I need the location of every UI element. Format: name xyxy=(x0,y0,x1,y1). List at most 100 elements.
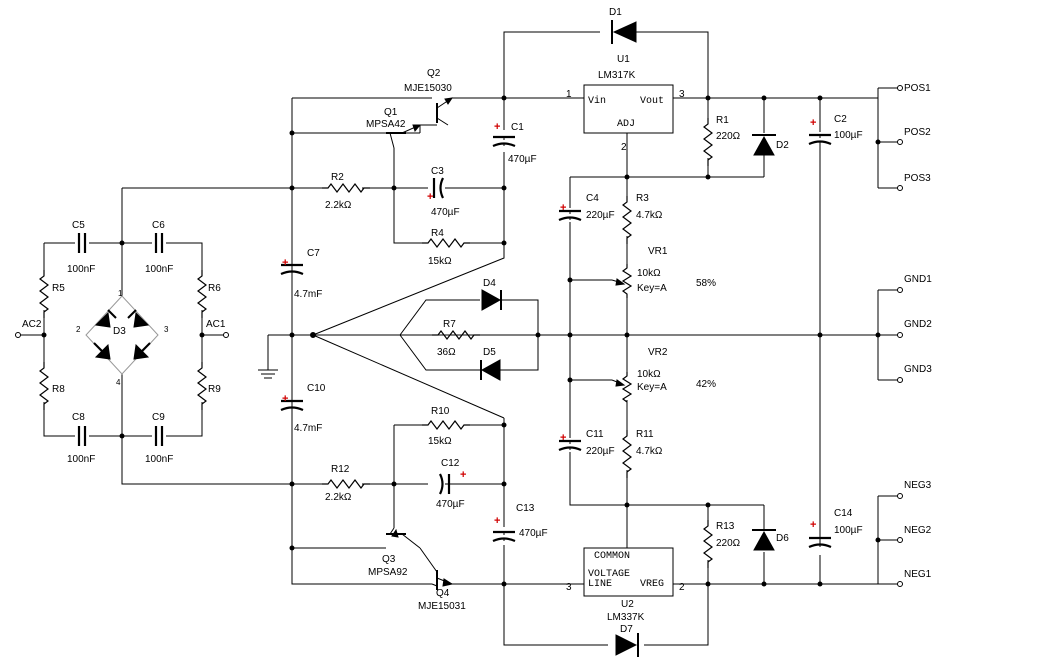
label-d5: D5 xyxy=(483,347,496,358)
capacitor-c6 xyxy=(154,231,164,255)
potentiometer-vr1 xyxy=(611,264,633,298)
label-r13: R13 xyxy=(716,521,735,532)
label-u2-part: LM337K xyxy=(607,612,645,623)
label-u1-pin3: 3 xyxy=(679,89,685,100)
potentiometer-vr2 xyxy=(611,372,633,403)
junction-dots xyxy=(41,95,881,587)
label-r6: R6 xyxy=(208,283,221,294)
svg-text:+: + xyxy=(810,117,816,129)
label-r4: R4 xyxy=(431,228,444,239)
transistor-q2 xyxy=(420,97,454,126)
capacitor-c2 xyxy=(807,133,833,146)
capacitor-c1 xyxy=(491,135,517,148)
label-d7: D7 xyxy=(620,624,633,635)
label-c13-value: 470µF xyxy=(519,528,548,539)
label-c6-value: 100nF xyxy=(145,264,173,275)
svg-text:+: + xyxy=(282,257,288,269)
svg-text:+: + xyxy=(494,121,500,133)
label-r1: R1 xyxy=(716,115,729,126)
svg-text:+: + xyxy=(810,519,816,531)
label-c3-value: 470µF xyxy=(431,207,460,218)
label-r4-value: 15kΩ xyxy=(428,256,452,267)
label-c5: C5 xyxy=(72,220,85,231)
label-d2: D2 xyxy=(776,140,789,151)
label-gnd2: GND2 xyxy=(904,319,932,330)
svg-text:+: + xyxy=(427,191,433,203)
label-u1-vout: Vout xyxy=(640,96,664,107)
label-u1-part: LM317K xyxy=(598,70,636,81)
svg-text:+: + xyxy=(560,202,566,214)
label-u1: U1 xyxy=(617,54,630,65)
label-r3: R3 xyxy=(636,193,649,204)
label-d3: D3 xyxy=(113,326,126,337)
wires xyxy=(20,31,898,646)
resistor-r4 xyxy=(421,238,471,248)
label-neg1: NEG1 xyxy=(904,569,932,580)
bridge-rectifier-d3 xyxy=(85,295,159,375)
label-c12-value: 470µF xyxy=(436,499,465,510)
svg-text:+: + xyxy=(282,393,288,405)
label-bridge-pin3: 3 xyxy=(164,325,169,334)
label-q2: Q2 xyxy=(427,68,441,79)
label-vr1-key: Key=A xyxy=(637,283,667,294)
label-r10: R10 xyxy=(431,406,450,417)
label-u1-pin2: 2 xyxy=(621,142,627,153)
label-bridge-pin4: 4 xyxy=(116,378,121,387)
capacitor-c9 xyxy=(154,424,164,448)
diode-d6 xyxy=(752,529,776,551)
label-u2-voltage: VOLTAGE xyxy=(588,569,630,580)
label-bridge-pin2: 2 xyxy=(76,325,81,334)
label-vr2: VR2 xyxy=(648,347,668,358)
label-c1: C1 xyxy=(511,122,524,133)
diode-d2 xyxy=(752,134,776,156)
label-ac1: AC1 xyxy=(206,319,226,330)
label-pos2: POS2 xyxy=(904,127,931,138)
capacitor-c3 xyxy=(432,177,444,199)
label-vr1-value: 10kΩ xyxy=(637,268,661,279)
svg-text:+: + xyxy=(494,515,500,527)
label-c14-value: 100µF xyxy=(834,525,863,536)
label-q1-part: MPSA42 xyxy=(366,119,406,130)
label-r11-value: 4.7kΩ xyxy=(636,446,663,457)
label-gnd3: GND3 xyxy=(904,364,932,375)
labels: D1 U1 LM317K Vin Vout ADJ 1 2 3 Q2 MJE15… xyxy=(22,7,932,635)
svg-text:+: + xyxy=(560,432,566,444)
label-gnd1: GND1 xyxy=(904,274,932,285)
label-c3: C3 xyxy=(431,166,444,177)
label-neg3: NEG3 xyxy=(904,480,932,491)
label-c11: C11 xyxy=(586,429,604,440)
capacitor-c8 xyxy=(77,424,87,448)
label-d4: D4 xyxy=(483,278,496,289)
terminals xyxy=(15,85,903,587)
label-r7: R7 xyxy=(443,319,456,330)
label-u2-common: COMMON xyxy=(594,551,630,562)
label-c8-value: 100nF xyxy=(67,454,95,465)
label-vr1: VR1 xyxy=(648,246,668,257)
diode-d5 xyxy=(480,359,501,381)
label-r8: R8 xyxy=(52,384,65,395)
label-q2-part: MJE15030 xyxy=(404,83,452,94)
label-bridge-pin1: 1 xyxy=(118,289,123,298)
label-vr1-percent: 58% xyxy=(696,278,716,289)
label-c10-value: 4.7mF xyxy=(294,423,322,434)
label-q4-part: MJE15031 xyxy=(418,601,466,612)
label-c13: C13 xyxy=(516,503,535,514)
label-pos1: POS1 xyxy=(904,83,931,94)
label-pos3: POS3 xyxy=(904,173,931,184)
label-u2-pin3: 3 xyxy=(566,582,572,593)
label-c2-value: 100µF xyxy=(834,130,863,141)
transistor-q1 xyxy=(386,124,422,149)
label-u2-line: LINE xyxy=(588,579,612,590)
label-r3-value: 4.7kΩ xyxy=(636,210,663,221)
label-c12: C12 xyxy=(441,458,460,469)
label-r11: R11 xyxy=(636,429,654,440)
label-r12: R12 xyxy=(331,464,350,475)
label-neg2: NEG2 xyxy=(904,525,932,536)
label-c2: C2 xyxy=(834,114,847,125)
label-q3-part: MPSA92 xyxy=(368,567,408,578)
label-u2: U2 xyxy=(621,599,634,610)
diode-d1 xyxy=(611,20,637,44)
label-r2-value: 2.2kΩ xyxy=(325,200,352,211)
label-u1-adj: ADJ xyxy=(617,119,635,130)
